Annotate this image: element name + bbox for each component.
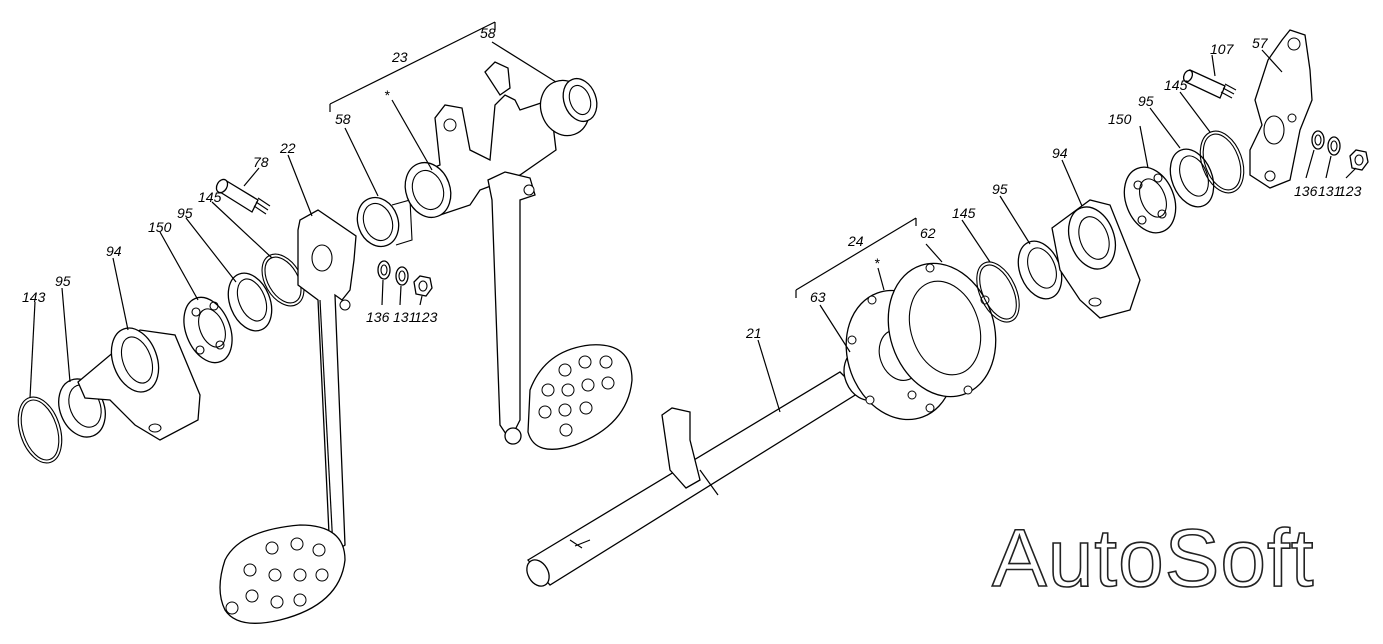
callout-star-23: * [384, 87, 390, 103]
callout-143-left: 143 [22, 289, 46, 305]
bushing-58-right [539, 77, 598, 137]
callout-136-left: 136 [366, 309, 390, 325]
callout-150-left: 150 [148, 219, 172, 235]
callout-star-24: * [874, 255, 880, 271]
pedal-pad-holes-left [225, 537, 329, 615]
callout-21: 21 [745, 325, 762, 341]
pedal-shaft-housing-23 [404, 61, 557, 219]
callout-labels: 143 95 94 150 95 145 78 22 23 58 58 * 13… [22, 25, 1362, 341]
leader-lines [29, 21, 1357, 413]
callout-58-left: 58 [335, 111, 351, 127]
autosoft-watermark: AutoSoft [991, 513, 1315, 604]
washer-131-left [395, 266, 409, 286]
clutch-pedal-lever-23 [487, 171, 633, 450]
callout-123-right: 123 [1338, 183, 1362, 199]
nut-123-right [1349, 149, 1369, 171]
callout-95-right-b: 95 [1138, 93, 1154, 109]
callout-145-left: 145 [198, 189, 222, 205]
washer-131-right [1327, 136, 1341, 156]
callout-94-left: 94 [106, 243, 122, 259]
callout-62: 62 [920, 225, 936, 241]
callout-123-left: 123 [414, 309, 438, 325]
seal-95-right-b [1169, 148, 1215, 208]
pedal-pad-holes-right [538, 355, 615, 437]
callout-145-right-b: 145 [1164, 77, 1188, 93]
callout-57: 57 [1252, 35, 1269, 51]
snap-ring-145-right-a [976, 261, 1020, 323]
brake-pedal-lever-22 [219, 209, 357, 624]
callout-95-left: 95 [55, 273, 71, 289]
callout-94-right: 94 [1052, 145, 1068, 161]
callout-22: 22 [279, 140, 296, 156]
callout-150-right: 150 [1108, 111, 1132, 127]
callout-23: 23 [391, 49, 408, 65]
bearing-bracket-94-right [1051, 199, 1141, 319]
callout-78: 78 [253, 154, 269, 170]
bearing-150-right [1123, 166, 1177, 234]
bearing-150-left [183, 296, 233, 364]
callout-131-left: 131 [393, 309, 416, 325]
callout-107: 107 [1210, 41, 1235, 57]
callout-58-right: 58 [480, 25, 496, 41]
callout-24: 24 [847, 233, 864, 249]
nut-123-left [413, 275, 433, 297]
seal-95-left-b [227, 272, 273, 332]
washer-136-left [377, 260, 391, 280]
callout-131-right: 131 [1318, 183, 1341, 199]
callout-95-left-b: 95 [177, 205, 193, 221]
bearing-bracket-94-left [77, 327, 201, 441]
pin-78 [215, 178, 271, 215]
lever-57 [1249, 29, 1313, 189]
callout-136-right: 136 [1294, 183, 1318, 199]
shaft-21 [526, 371, 862, 587]
pin-107 [1182, 69, 1237, 99]
snap-ring-145-right-b [1199, 130, 1245, 194]
washer-136-right [1311, 130, 1325, 150]
callout-145-right-a: 145 [952, 205, 976, 221]
callout-63: 63 [810, 289, 826, 305]
bushing-58-left [356, 196, 413, 248]
callout-95-right-a: 95 [992, 181, 1008, 197]
